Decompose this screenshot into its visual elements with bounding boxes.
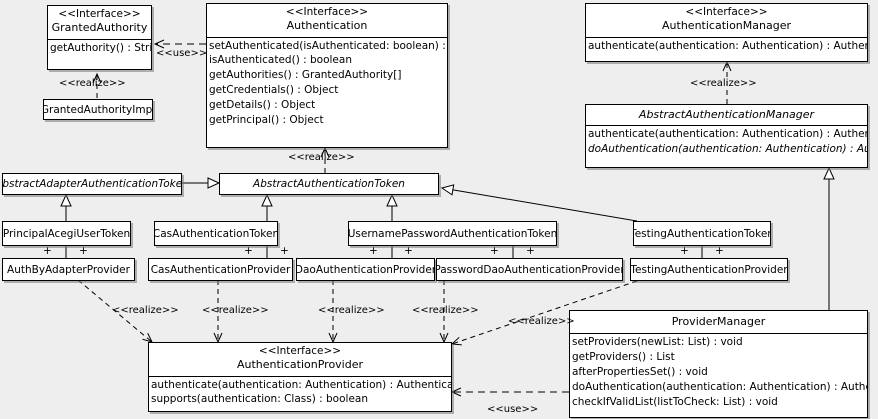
edge-label-realize-auth-by-adapter: <<realize>> — [112, 305, 179, 316]
multiplicity-plus: + — [680, 245, 689, 257]
class-name: AuthByAdapterProvider — [7, 263, 130, 276]
edge-label-use-provider-manager: <<use>> — [487, 404, 539, 415]
operation: authenticate(authentication: Authenticat… — [588, 128, 867, 141]
class-abstract-authentication-token[interactable]: AbstractAuthenticationToken — [219, 173, 439, 195]
operation: setProviders(newList: List) : void — [572, 336, 743, 349]
class-authentication-manager[interactable]: <<Interface>> AuthenticationManager auth… — [585, 3, 868, 62]
class-stereotype: <<Interface>> — [58, 8, 141, 20]
class-principal-acegi-user-token[interactable]: PrincipalAcegiUserToken — [2, 221, 131, 246]
edge-label-realize-password-dao-provider: <<realize>> — [412, 305, 479, 316]
class-name: CasAuthenticationToken — [154, 227, 278, 240]
class-authentication[interactable]: <<Interface>> Authentication setAuthenti… — [206, 3, 448, 148]
operation: getAuthority() : String — [50, 41, 152, 54]
class-cas-authentication-token[interactable]: CasAuthenticationToken — [154, 221, 278, 246]
class-name: CasAuthenticationProvider — [150, 263, 291, 276]
multiplicity-plus: + — [369, 245, 378, 257]
edge-label-realize-authentication-token: <<realize>> — [288, 152, 355, 163]
class-cas-authentication-provider[interactable]: CasAuthenticationProvider — [148, 258, 293, 281]
class-header: <<Interface>> Authentication — [207, 4, 447, 37]
class-name: AbstractAuthenticationToken — [253, 178, 405, 190]
multiplicity-plus: + — [79, 245, 88, 257]
class-name: AbstractAdapterAuthenticationToken — [2, 178, 182, 190]
operation: doAuthentication(authentication: Authent… — [572, 380, 867, 393]
class-password-dao-authentication-provider[interactable]: PasswordDaoAuthenticationProvider — [436, 258, 623, 281]
edge-label-realize-cas-provider: <<realize>> — [202, 305, 269, 316]
class-dao-authentication-provider[interactable]: DaoAuthenticationProvider — [296, 258, 435, 281]
class-name: TestingAuthenticationToken — [633, 227, 771, 240]
operation: getProviders() : List — [572, 350, 675, 363]
operation: getPrincipal() : Object — [209, 114, 324, 127]
operations-compartment: authenticate(authentication: Authenticat… — [586, 36, 867, 55]
class-name: AuthenticationProvider — [236, 358, 364, 372]
edge-label-realize-authentication-manager: <<realize>> — [690, 78, 757, 89]
edge-label-realize-dao-provider: <<realize>> — [318, 305, 385, 316]
class-header: ProviderManager — [570, 311, 867, 333]
class-name: UsernamePasswordAuthenticationToken — [348, 227, 557, 240]
operation: doAuthentication(authentication: Authent… — [588, 142, 867, 155]
class-stereotype: <<Interface>> — [258, 345, 342, 357]
class-name: Authentication — [286, 19, 368, 33]
class-name: PrincipalAcegiUserToken — [2, 227, 131, 240]
class-testing-authentication-provider[interactable]: TestingAuthenticationProvider — [630, 258, 788, 281]
multiplicity-plus: + — [490, 245, 499, 257]
multiplicity-plus: + — [43, 245, 52, 257]
class-granted-authority[interactable]: <<Interface>> GrantedAuthority getAuthor… — [47, 5, 152, 70]
class-name: AuthenticationManager — [662, 19, 791, 33]
class-username-password-authentication-token[interactable]: UsernamePasswordAuthenticationToken — [348, 221, 557, 246]
operations-compartment: getAuthority() : String — [48, 38, 152, 57]
multiplicity-plus: + — [244, 245, 253, 257]
edge-label-realize-granted-authority: <<realize>> — [59, 78, 126, 89]
class-abstract-adapter-authentication-token[interactable]: AbstractAdapterAuthenticationToken — [2, 173, 182, 195]
operations-compartment: setAuthenticated(isAuthenticated: boolea… — [207, 36, 448, 129]
class-authentication-provider[interactable]: <<Interface>> AuthenticationProvider aut… — [148, 342, 452, 412]
class-auth-by-adapter-provider[interactable]: AuthByAdapterProvider — [2, 258, 135, 281]
multiplicity-plus: + — [715, 245, 724, 257]
class-header: AbstractAuthenticationManager — [586, 105, 867, 125]
multiplicity-plus: + — [526, 245, 535, 257]
multiplicity-plus: + — [404, 245, 413, 257]
operations-compartment: authenticate(authentication: Authenticat… — [586, 125, 867, 158]
operation: getDetails() : Object — [209, 99, 316, 112]
edge-label-realize-provider-manager: <<realize>> — [508, 316, 575, 327]
operation: afterPropertiesSet() : void — [572, 365, 708, 378]
class-abstract-authentication-manager[interactable]: AbstractAuthenticationManager authentica… — [585, 104, 868, 168]
class-name: DaoAuthenticationProvider — [296, 263, 435, 276]
class-stereotype: <<Interface>> — [285, 6, 369, 18]
class-header: <<Interface>> GrantedAuthority — [48, 6, 151, 39]
operation: supports(authentication: Class) : boolea… — [151, 393, 368, 406]
class-testing-authentication-token[interactable]: TestingAuthenticationToken — [633, 221, 771, 246]
class-provider-manager[interactable]: ProviderManager setProviders(newList: Li… — [569, 310, 868, 418]
class-name: TestingAuthenticationProvider — [630, 263, 788, 276]
class-name: AbstractAuthenticationManager — [638, 108, 815, 121]
operations-compartment: authenticate(authentication: Authenticat… — [149, 375, 452, 409]
operation: authenticate(authentication: Authenticat… — [151, 378, 452, 391]
class-name: ProviderManager — [671, 315, 766, 328]
operation: checkIfValidList(listToCheck: List) : vo… — [572, 395, 778, 408]
class-name: GrantedAuthorityImpl — [43, 103, 153, 116]
class-granted-authority-impl[interactable]: GrantedAuthorityImpl — [43, 99, 153, 120]
class-name: GrantedAuthority — [51, 21, 148, 35]
operations-compartment: setProviders(newList: List) : void getPr… — [570, 333, 867, 411]
operation: isAuthenticated() : boolean — [209, 54, 352, 67]
class-header: <<Interface>> AuthenticationManager — [586, 4, 867, 37]
operation: authenticate(authentication: Authenticat… — [588, 39, 867, 52]
operation: getAuthorities() : GrantedAuthority[] — [209, 69, 402, 82]
class-name: PasswordDaoAuthenticationProvider — [436, 263, 623, 276]
multiplicity-plus: + — [280, 245, 289, 257]
operation: setAuthenticated(isAuthenticated: boolea… — [209, 39, 448, 52]
edge-label-use-granted-authority: <<use>> — [156, 48, 208, 59]
operation: getCredentials() : Object — [209, 84, 339, 97]
class-stereotype: <<Interface>> — [685, 6, 768, 18]
class-header: <<Interface>> AuthenticationProvider — [149, 343, 451, 376]
